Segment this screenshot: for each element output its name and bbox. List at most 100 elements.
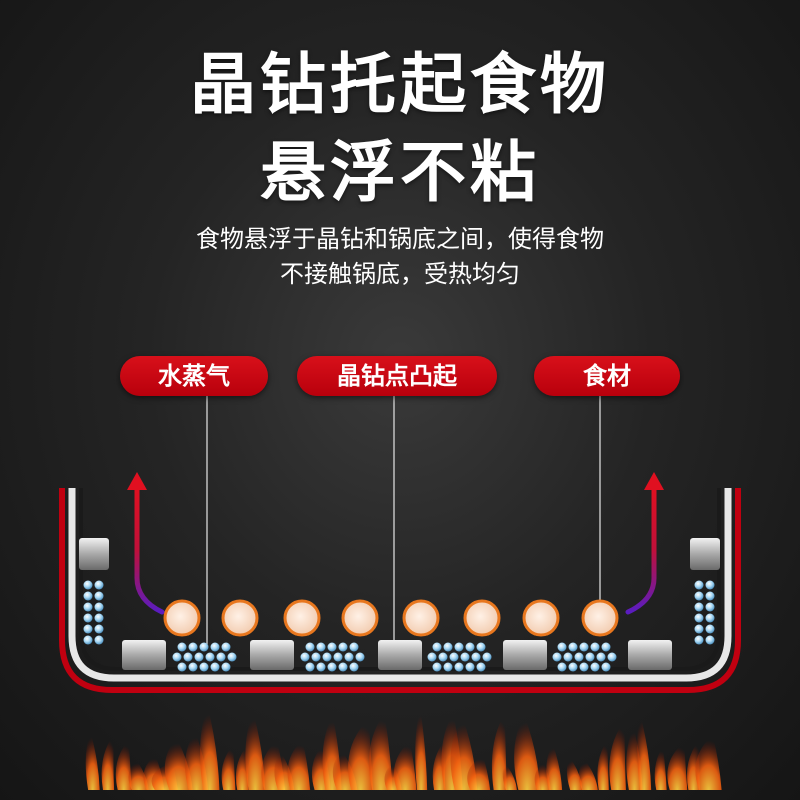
crystal-dot-5 <box>628 640 672 670</box>
steam-bead <box>349 662 359 672</box>
crystal-dot-2 <box>250 640 294 670</box>
steam-bead <box>601 642 611 652</box>
steam-bead <box>579 642 589 652</box>
steam-bead <box>311 652 321 662</box>
subtitle-line-2: 不接触锅底，受热均匀 <box>280 260 520 288</box>
steam-bead <box>83 591 93 601</box>
steam-bead <box>210 642 220 652</box>
steam-bead <box>188 642 198 652</box>
subtitle-line-1: 食物悬浮于晶钻和锅底之间，使得食物 <box>196 225 604 253</box>
steam-bead <box>338 662 348 672</box>
flame <box>654 746 667 790</box>
flame <box>609 720 626 790</box>
steam-bead <box>94 591 104 601</box>
steam-bead <box>83 613 93 623</box>
steam-bead <box>590 642 600 652</box>
steam-bead <box>579 662 589 672</box>
steam-bead <box>694 624 704 634</box>
flame <box>467 755 491 790</box>
steam-bead <box>563 652 573 662</box>
steam-bead <box>94 624 104 634</box>
steam-bead <box>83 624 93 634</box>
steam-bead <box>83 580 93 590</box>
steam-bead <box>177 662 187 672</box>
flame <box>85 731 100 790</box>
flame <box>221 745 236 790</box>
steam-bead <box>574 652 584 662</box>
steam-arrow-right-head <box>644 472 664 490</box>
food-items <box>163 599 619 637</box>
steam-bead <box>705 613 715 623</box>
flame <box>200 705 220 790</box>
steam-bead <box>344 652 354 662</box>
steam-bead <box>465 642 475 652</box>
flame <box>695 735 722 790</box>
steam-bead <box>338 642 348 652</box>
flame <box>566 756 583 790</box>
steam-bead <box>568 642 578 652</box>
steam-bead <box>300 652 310 662</box>
steam-bead <box>590 662 600 672</box>
flame <box>637 712 652 790</box>
crystal-dot-3 <box>378 640 422 670</box>
steam-bead <box>333 652 343 662</box>
food-item-6 <box>463 599 501 637</box>
food-item-5 <box>402 599 440 637</box>
steam-bead <box>694 591 704 601</box>
steam-bead <box>427 652 437 662</box>
label-steam: 水蒸气 <box>120 356 268 396</box>
steam-bead <box>83 602 93 612</box>
steam-bead <box>83 635 93 645</box>
steam-arrow-right <box>625 485 657 615</box>
label-crystal-dot: 晶钻点凸起 <box>297 356 497 396</box>
steam-bead <box>443 662 453 672</box>
headline-line-2: 悬浮不粘 <box>260 134 540 211</box>
steam-bead <box>443 642 453 652</box>
steam-bead <box>585 652 595 662</box>
food-item-8 <box>581 599 619 637</box>
flame <box>546 743 563 790</box>
side-block-left <box>79 538 109 570</box>
steam-bead <box>327 642 337 652</box>
steam-bead <box>601 662 611 672</box>
steam-bead <box>94 602 104 612</box>
steam-bead <box>476 642 486 652</box>
steam-bead <box>305 642 315 652</box>
food-item-4 <box>341 599 379 637</box>
flames <box>85 705 722 790</box>
steam-bead <box>454 662 464 672</box>
steam-bead <box>199 662 209 672</box>
steam-bead <box>199 642 209 652</box>
steam-bead <box>482 652 492 662</box>
steam-arrow-left-head <box>127 472 147 490</box>
side-block-right <box>690 538 720 570</box>
steam-bead <box>316 642 326 652</box>
food-item-3 <box>283 599 321 637</box>
steam-bead <box>227 652 237 662</box>
steam-bead <box>172 652 182 662</box>
flame <box>101 734 115 790</box>
steam-bead <box>449 652 459 662</box>
flame <box>115 740 132 790</box>
steam-bead <box>432 642 442 652</box>
steam-bead <box>694 613 704 623</box>
flame <box>245 711 266 790</box>
steam-bead <box>205 652 215 662</box>
pan-outer-shell <box>59 488 741 693</box>
steam-bead <box>471 652 481 662</box>
steam-bead <box>705 635 715 645</box>
flame <box>415 707 428 790</box>
steam-bead <box>607 652 617 662</box>
steam-bead <box>705 591 715 601</box>
flame <box>534 761 551 790</box>
steam-bead <box>476 662 486 672</box>
steam-bead <box>322 652 332 662</box>
food-item-1 <box>163 599 201 637</box>
steam-bead <box>94 635 104 645</box>
flame <box>667 742 688 790</box>
steam-bead <box>552 652 562 662</box>
steam-bead <box>596 652 606 662</box>
steam-bead <box>355 652 365 662</box>
pan-inner-shell <box>68 488 732 682</box>
flame <box>502 762 517 790</box>
